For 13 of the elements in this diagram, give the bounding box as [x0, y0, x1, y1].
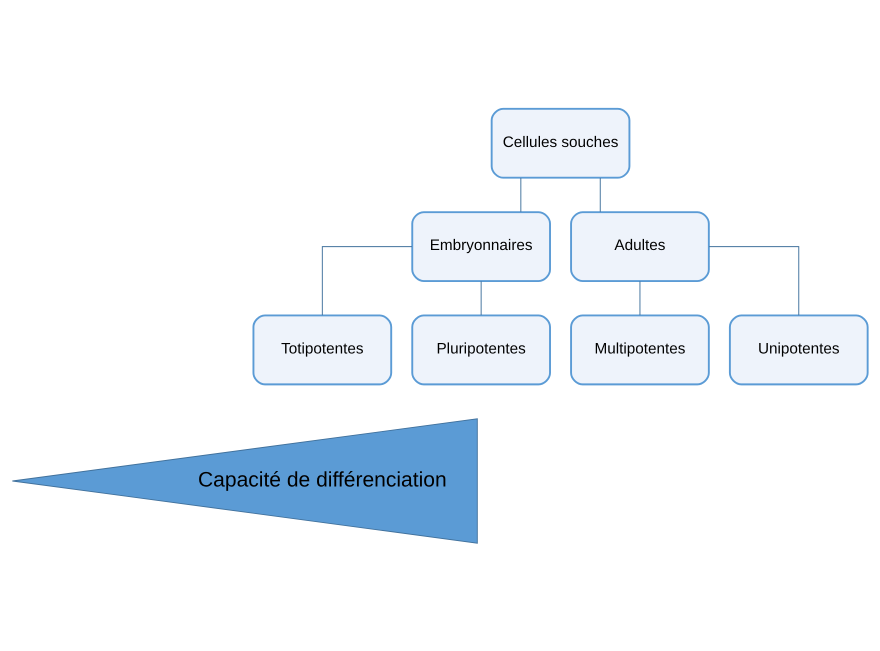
connector: [708, 246, 800, 316]
node-box: Pluripotentes: [411, 314, 551, 385]
node-box: Unipotentes: [728, 314, 869, 385]
node-box: Embryonnaires: [411, 210, 551, 282]
node-box: Totipotentes: [252, 314, 392, 385]
node-box: Adultes: [570, 210, 710, 282]
connector: [322, 246, 412, 316]
connector: [600, 176, 601, 212]
node-box: Cellules souches: [490, 107, 630, 178]
connector: [639, 280, 640, 316]
connector: [520, 176, 522, 212]
connector: [480, 280, 482, 316]
node-box: Multipotentes: [570, 314, 710, 385]
